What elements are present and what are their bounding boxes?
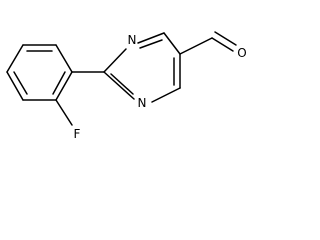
- nitrogen-label-top: N: [128, 33, 137, 47]
- oxygen-label: O: [237, 46, 246, 60]
- bond-n1-c6: [137, 32, 165, 44]
- bond-c4-n3: [151, 87, 181, 103]
- nitrogen-label-bottom: N: [138, 96, 147, 110]
- bond-c6-c5: [163, 32, 181, 55]
- fluorine-label: F: [74, 127, 81, 141]
- bond-c2-n1: [103, 48, 127, 73]
- bond-ph3-ph4: [6, 44, 24, 73]
- chemical-structure-diagram: N N O F: [6, 31, 247, 141]
- bond-ph6-ph1: [55, 71, 73, 101]
- bond-cho-o-2: [214, 31, 237, 46]
- pyrimidine-ring: [103, 32, 181, 103]
- bond-ph1-ph2: [55, 44, 73, 73]
- double-bond-ph4-ph5: [13, 71, 28, 95]
- aldehyde-group: [179, 31, 237, 55]
- bond-ph4-ph5: [6, 71, 24, 101]
- phenyl-ring: [6, 44, 73, 101]
- bond-n3-c2: [103, 71, 135, 100]
- bond-cho-o-1: [211, 37, 234, 52]
- double-bond-ph6-ph1: [52, 71, 66, 95]
- bond-c5-cho: [179, 37, 213, 55]
- double-bond-n1-c6: [139, 39, 163, 49]
- bond-ph6-f: [55, 99, 73, 126]
- double-bond-c2-n3: [110, 73, 134, 95]
